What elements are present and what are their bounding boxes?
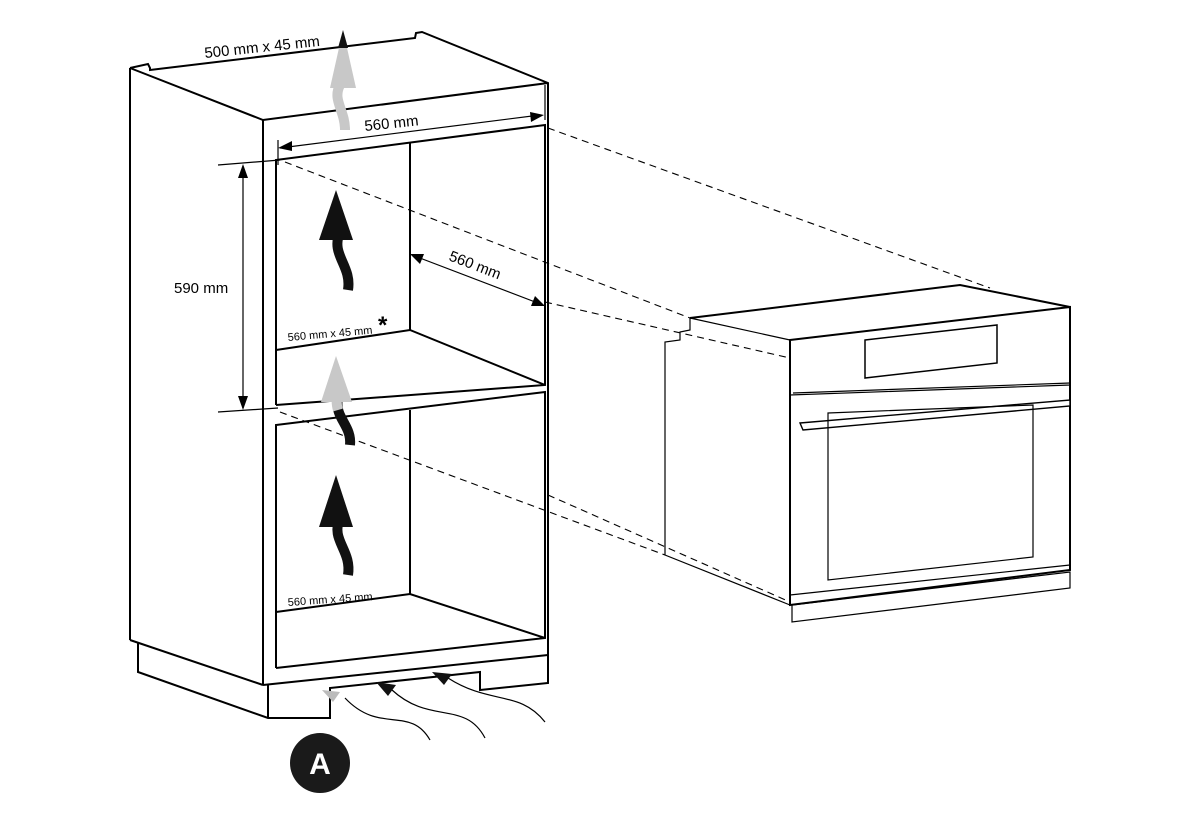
marker-a-label: A — [309, 748, 331, 781]
height-label: 590 mm — [174, 280, 228, 297]
shelf-vent-note: * — [378, 312, 388, 339]
airflow-arrow-top-light — [330, 30, 356, 131]
oven-window — [827, 404, 1034, 581]
airflow-arrow-lower-cavity — [319, 475, 354, 576]
bottom-vent-label: 560 mm x 45 mm — [287, 591, 373, 609]
oven — [664, 283, 1071, 623]
width-label: 560 mm — [364, 112, 420, 135]
cabinet — [129, 30, 549, 719]
door-handle — [798, 399, 1071, 431]
depth-label: 560 mm — [447, 248, 504, 283]
airflow-arrows — [319, 30, 546, 741]
top-vent-label: 500 mm x 45 mm — [204, 33, 321, 62]
projection-lines — [279, 127, 991, 603]
marker-a: A — [290, 733, 350, 793]
airflow-arrow-upper-cavity — [319, 190, 354, 291]
airflow-arrows-intake — [322, 672, 546, 741]
oven-display — [864, 324, 998, 379]
dimension-lines — [217, 85, 546, 413]
control-panel — [789, 306, 1071, 396]
airflow-arrow-shelf-light — [321, 356, 356, 446]
